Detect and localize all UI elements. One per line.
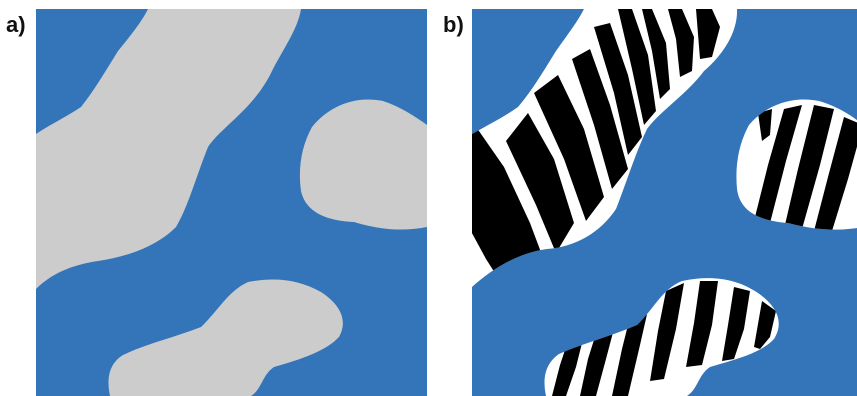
panel-a-label: a) (6, 14, 26, 36)
panel-a (36, 9, 427, 396)
panel-b-label: b) (443, 14, 464, 36)
panel-b (472, 9, 857, 396)
panel-b-figure (472, 9, 857, 396)
panel-a-figure (36, 9, 427, 396)
